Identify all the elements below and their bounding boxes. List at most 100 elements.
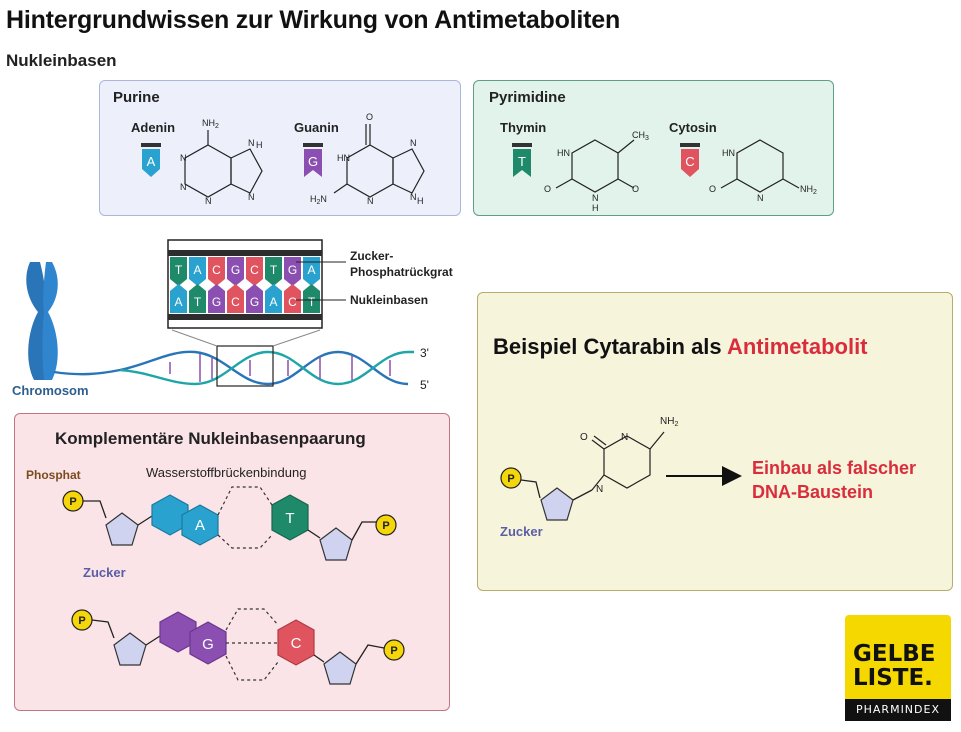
thymin-hn: HN: [557, 148, 570, 158]
guanin-o: O: [366, 112, 373, 122]
zucker-label-cytarabin: Zucker: [500, 524, 543, 539]
base-t-letter: T: [285, 510, 294, 527]
pair-a-t: P A T P: [62, 486, 397, 561]
guanin-tag-letter: G: [308, 154, 318, 169]
guanin-hn: HN: [337, 153, 350, 163]
adenin-nh2: NH2: [202, 118, 219, 130]
result-line1: Einbau als falscher: [752, 458, 916, 478]
pyrimidine-heading: Pyrimidine: [489, 89, 566, 106]
sugar-pentagon-icon: [319, 527, 353, 561]
inset-top-letter: T: [270, 263, 278, 277]
purine-panel: [99, 80, 461, 216]
inset-bottom-base: [303, 284, 320, 313]
cytarabin-n1: N: [596, 484, 603, 495]
adenin-tag-letter: A: [147, 154, 156, 169]
inset-top-base: [189, 257, 206, 286]
adenin-n9: N: [248, 192, 255, 202]
guanin-h2n: H2N: [310, 194, 327, 206]
cytosin-nh2: NH2: [800, 184, 817, 196]
inset-bottom-base: [265, 284, 282, 313]
inset-bottom-letter: G: [212, 295, 221, 309]
cytosin-tag-letter: C: [685, 154, 694, 169]
guanin-n7: N: [410, 138, 417, 148]
chromosome-icon: [26, 262, 58, 380]
inset-bottom-letter: C: [288, 295, 297, 309]
section-subtitle: Nukleinbasen: [6, 51, 117, 70]
cytarabin-sugar-phosphate: P: [500, 467, 593, 521]
inset-top-letter: T: [175, 263, 183, 277]
inset-top-letter: G: [231, 263, 240, 277]
cytarabin-n3: N: [621, 432, 628, 443]
phosphate-icon: P: [507, 473, 514, 485]
inset-bottom-letter: A: [174, 295, 182, 309]
page-title: Hintergrundwissen zur Wirkung von Antime…: [6, 6, 621, 34]
callout-bases: Nukleinbasen: [350, 293, 428, 307]
sugar-pentagon-icon: [540, 487, 574, 521]
adenin-n1: N: [180, 153, 187, 163]
base-pairing-panel: [14, 413, 450, 711]
sugar-pentagon-icon: [105, 512, 139, 546]
cytosin-structure: [720, 139, 800, 193]
strand-3-label: 3': [420, 346, 429, 360]
inset-bottom-letter: C: [231, 295, 240, 309]
callout-backbone-line1: Zucker-: [350, 249, 393, 263]
inset-bottom-base: [284, 284, 301, 313]
inset-bottom-letter: A: [269, 295, 277, 309]
dna-zoom-box: [216, 345, 274, 387]
zucker-label-pairing: Zucker: [83, 565, 126, 580]
inset-top-base: [303, 257, 320, 286]
adenin-tag-icon: A: [141, 143, 161, 177]
inset-bottom-letter: G: [250, 295, 259, 309]
inset-top-base: [246, 257, 263, 286]
inset-top-letter: A: [307, 263, 315, 277]
cytarabin-structure: [591, 431, 665, 491]
logo-subline: PHARMINDEX: [845, 699, 951, 721]
cytosin-label: Cytosin: [669, 120, 717, 135]
inset-bottom-base: [170, 284, 187, 313]
inset-bottom-base: [246, 284, 263, 313]
hbond-label: Wasserstoffbrückenbindung: [146, 465, 306, 480]
inset-top-base: [284, 257, 301, 286]
dna-helix: [53, 350, 414, 386]
base-g-letter: G: [202, 636, 214, 653]
thymin-o2: O: [632, 184, 639, 194]
thymin-label: Thymin: [500, 120, 546, 135]
pairing-heading: Komplementäre Nukleinbasenpaarung: [55, 429, 366, 448]
phosphat-label: Phosphat: [26, 468, 81, 482]
cytarabin-heading: Beispiel Cytarabin als Antimetabolit: [493, 334, 868, 359]
cytarabin-panel: [477, 292, 953, 591]
guanin-n9: N: [410, 192, 417, 202]
inset-top-letter: C: [250, 263, 259, 277]
adenin-h: H: [256, 140, 263, 150]
inset-top-base: [227, 257, 244, 286]
adenin-n-bottom: N: [205, 196, 212, 206]
thymin-tag-letter: T: [518, 154, 526, 169]
adenin-label: Adenin: [131, 120, 175, 135]
phosphate-icon: P: [69, 496, 76, 508]
gelbe-liste-logo: GELBE LISTE. PHARMINDEX: [845, 615, 951, 721]
chromosome-label: Chromosom: [12, 383, 89, 398]
inset-bottom-base: [189, 284, 206, 313]
thymin-h: H: [592, 203, 599, 213]
inset-top-base: [208, 257, 225, 286]
logo-line2: LISTE.: [853, 665, 933, 691]
logo-line1: GELBE: [853, 641, 936, 667]
phosphate-icon: P: [382, 520, 389, 532]
cytosin-hn: HN: [722, 148, 735, 158]
thymin-tag-icon: T: [512, 143, 532, 177]
guanin-n-bottom: N: [367, 196, 374, 206]
inset-top-letter: A: [193, 263, 201, 277]
pair-g-c: P G C P: [71, 608, 405, 685]
phosphate-icon: P: [78, 615, 85, 627]
purine-heading: Purine: [113, 89, 160, 106]
phosphate-icon: P: [390, 645, 397, 657]
thymin-structure: [555, 139, 635, 193]
callout-backbone-line2: Phosphatrückgrat: [350, 265, 453, 279]
adenin-n3: N: [180, 182, 187, 192]
guanin-h: H: [417, 196, 424, 206]
cytosin-o: O: [709, 184, 716, 194]
cytarabin-o: O: [580, 432, 588, 443]
guanin-structure: [333, 124, 425, 198]
